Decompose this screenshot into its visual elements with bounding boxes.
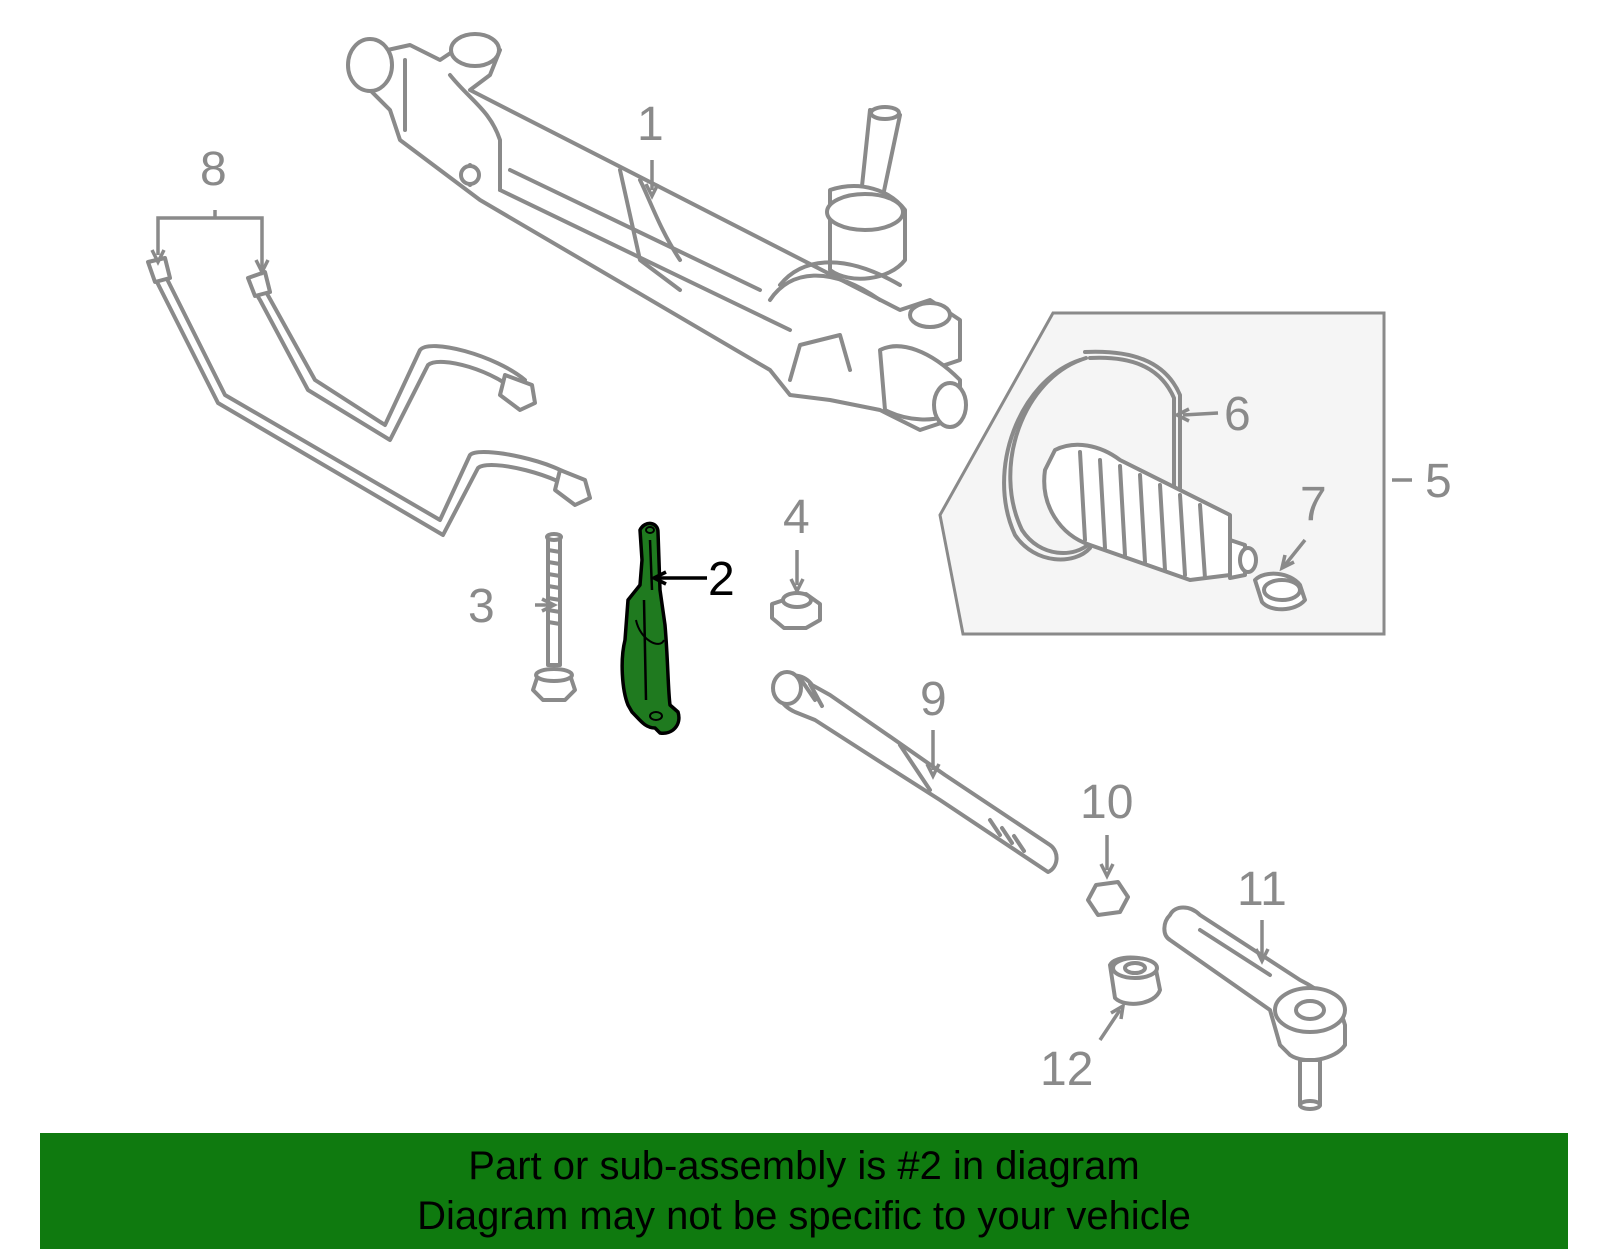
callout-6: 6 (1224, 388, 1251, 441)
inner-tie-rod-part-9[interactable] (771, 670, 1059, 874)
callout-1: 1 (637, 98, 664, 151)
callout-3: 3 (468, 580, 495, 633)
callout-11: 11 (1237, 863, 1287, 916)
callout-5: 5 (1425, 455, 1452, 508)
bolt-part-3[interactable] (531, 532, 577, 702)
banner-line-1: Part or sub-assembly is #2 in diagram (468, 1144, 1140, 1188)
callout-8: 8 (200, 143, 227, 196)
callout-4: 4 (783, 491, 810, 544)
jam-nut-part-10[interactable] (1086, 880, 1130, 917)
banner-line-2: Diagram may not be specific to your vehi… (417, 1194, 1191, 1238)
callout-2: 2 (708, 553, 735, 606)
castle-nut-part-12[interactable] (1108, 955, 1162, 1006)
info-banner: Part or sub-assembly is #2 in diagram Di… (40, 1133, 1568, 1249)
small-clamp-part-7[interactable] (1253, 571, 1307, 612)
leader-lines (150, 160, 1412, 1041)
bracket-part-2[interactable] (620, 521, 681, 735)
outer-tie-rod-end-part-11[interactable] (1162, 905, 1347, 1111)
callout-10: 10 (1080, 776, 1133, 829)
callout-7: 7 (1300, 478, 1327, 531)
boot-kit-part-5[interactable] (938, 311, 1386, 636)
callout-labels: 1 2 3 4 5 6 7 8 9 10 11 12 (200, 98, 1452, 1096)
callout-9: 9 (920, 673, 947, 726)
nut-part-4[interactable] (770, 591, 822, 630)
steering-rack-part-1[interactable] (346, 32, 968, 432)
callout-12: 12 (1040, 1043, 1093, 1096)
hydraulic-lines-part-8[interactable] (146, 256, 592, 537)
